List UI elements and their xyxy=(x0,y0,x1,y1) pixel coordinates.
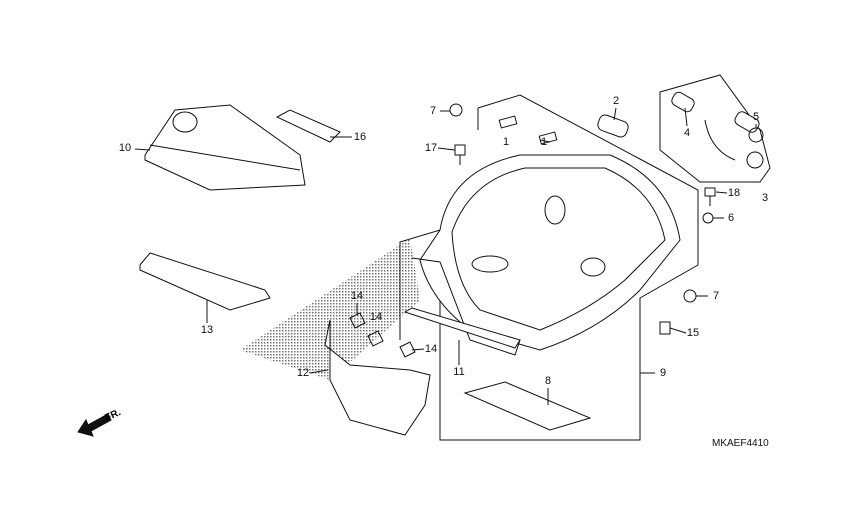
front-arrow-icon xyxy=(77,413,112,437)
part-14-clip xyxy=(399,341,416,358)
part-18-bolt xyxy=(704,187,716,206)
part-7-grommet xyxy=(683,289,697,303)
callout-2: 2 xyxy=(612,95,620,107)
part-7-grommet xyxy=(449,103,463,117)
assembly-bracket xyxy=(399,94,699,441)
callout-12: 12 xyxy=(296,367,310,379)
callout-4: 4 xyxy=(683,127,691,139)
callout-1: 1 xyxy=(502,136,510,148)
part-15-clip xyxy=(659,321,671,335)
part-11-rail xyxy=(403,307,521,349)
callout-14: 14 xyxy=(424,343,438,355)
part-12-cover xyxy=(324,319,431,436)
callout-7: 7 xyxy=(712,290,720,302)
callout-11: 11 xyxy=(453,366,465,378)
callout-15: 15 xyxy=(686,327,700,339)
part-10-cover xyxy=(144,104,306,191)
callout-8: 8 xyxy=(544,375,552,387)
callout-16: 16 xyxy=(353,131,367,143)
part-17-bolt xyxy=(454,144,466,165)
callout-6: 6 xyxy=(727,212,735,224)
callout-9: 9 xyxy=(659,367,667,379)
callout-7: 7 xyxy=(429,105,437,117)
part-3-socket-kit xyxy=(659,74,771,183)
part-2-socket-cap xyxy=(597,114,629,138)
luggage-box xyxy=(411,154,681,356)
callout-1: 1 xyxy=(540,136,548,148)
part-1-pad xyxy=(498,115,518,129)
callout-3: 3 xyxy=(761,192,769,204)
part-13-panel xyxy=(139,252,271,311)
callout-17: 17 xyxy=(424,142,438,154)
leader-lines xyxy=(134,107,757,405)
projection-shading xyxy=(240,238,420,380)
callout-10: 10 xyxy=(118,142,132,154)
callout-13: 13 xyxy=(200,324,214,336)
callout-5: 5 xyxy=(752,111,760,123)
part-16-strap xyxy=(275,109,341,143)
part-14-clip xyxy=(367,330,384,347)
part-6-washer xyxy=(702,212,714,224)
callout-14: 14 xyxy=(350,290,364,302)
callout-18: 18 xyxy=(727,187,741,199)
diagram-code: MKAEF4410 xyxy=(712,438,769,449)
callout-14: 14 xyxy=(369,311,383,323)
part-8-mat xyxy=(463,381,592,431)
